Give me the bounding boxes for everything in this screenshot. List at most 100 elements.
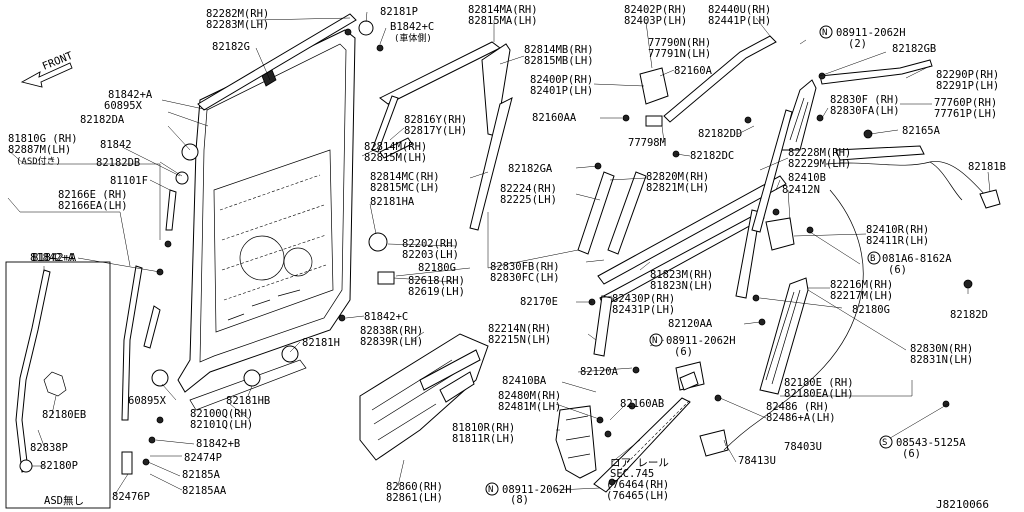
ref-circle-icons: N B N S N	[485, 25, 893, 496]
label-82180g-2: 82180G	[852, 304, 890, 316]
label-82100q: 82100Q(RH)82101Q(LH)	[190, 408, 253, 431]
label-82814ma: 82814MA(RH)82815MA(LH)	[468, 4, 538, 27]
latch-assembly-icon	[555, 208, 795, 479]
label-82830n: 82830N(RH)82831N(LH)	[910, 343, 973, 366]
label-82476p: 82476P	[112, 491, 150, 503]
control-cable-icon	[723, 145, 1001, 451]
label-82430p: 82430P(RH)82431P(LH)	[612, 293, 675, 316]
label-82180p: 82180P	[40, 460, 78, 472]
label-82182ga: 82182GA	[508, 163, 553, 175]
door-trim-panel-icon	[359, 333, 489, 461]
label-82814m: 82814M(RH)82815M(LH)	[364, 141, 427, 164]
label-82400p: 82400P(RH)82401P(LH)	[530, 74, 593, 97]
label-81810g: 81810G (RH)82887M(LH)(ASD付き)	[8, 133, 78, 167]
leader-lines	[7, 11, 991, 497]
svg-text:N: N	[652, 336, 657, 346]
label-82282m: 82282M(RH)82283M(LH)	[206, 8, 269, 31]
label-77798m: 77798M	[628, 137, 666, 149]
label-81101f: 81101F	[110, 175, 148, 187]
inset-belt-icon	[15, 269, 67, 473]
label-77760p: 77760P(RH)77761P(LH)	[934, 97, 997, 120]
diagram-code: J8210066	[936, 498, 989, 511]
svg-text:S: S	[882, 438, 887, 448]
svg-text:N: N	[822, 28, 827, 38]
label-82228m: 82228M(RH)82229M(LH)	[788, 147, 851, 170]
label-081a6: 081A6-8162A(6)	[882, 253, 952, 276]
label-82170e: 82170E	[520, 296, 558, 308]
label-82180e: 82180E (RH)82180EA(LH)	[784, 377, 854, 400]
label-82290p: 82290P(RH)82291P(LH)	[936, 69, 999, 92]
label-82120aa: 82120AA	[668, 318, 713, 330]
fastener-icons	[121, 28, 973, 486]
label-82120a: 82120A	[580, 366, 619, 378]
label-82412n: 82412N	[782, 184, 820, 196]
label-82181b: 82181B	[968, 161, 1006, 173]
label-82814mb: 82814MB(RH)82815MB(LH)	[524, 44, 594, 67]
svg-text:N: N	[488, 485, 493, 495]
label-82181p: 82181P	[380, 6, 418, 18]
label-82830fb: 82830FB(RH)82830FC(LH)	[490, 261, 560, 284]
label-81842a-inset: 81842+A	[30, 252, 75, 264]
label-82440u: 82440U(RH)82441P(LH)	[708, 4, 771, 27]
label-82820m: 82820M(RH)82821M(LH)	[646, 171, 709, 194]
label-82402p: 82402P(RH)82403P(LH)	[624, 4, 687, 27]
label-81823m: 81823M(RH)81823N(LH)	[650, 269, 713, 292]
label-82166e: 82166E (RH)82166EA(LH)	[58, 189, 128, 212]
label-81842a-top: 81842+A	[108, 89, 153, 101]
label-82160a: 82160A	[674, 65, 713, 77]
label-82180g-1: 82180G	[418, 262, 456, 274]
label-08911-bottom: 08911-2062H(8)	[502, 484, 572, 506]
label-82182da: 82182DA	[80, 114, 125, 126]
label-78413u: 78413U	[738, 455, 776, 467]
label-81842: 81842	[100, 139, 132, 151]
label-08543: 08543-5125A(6)	[896, 437, 966, 460]
label-82185a: 82185A	[182, 469, 221, 481]
label-81810r: 81810R(RH)81811R(LH)	[452, 422, 515, 445]
svg-text:B: B	[870, 254, 875, 264]
door-frame-icon	[177, 29, 356, 411]
label-82182dc: 82182DC	[690, 150, 734, 162]
label-82182db: 82182DB	[96, 157, 140, 169]
label-82165a: 82165A	[902, 125, 941, 137]
label-82181h: 82181H	[302, 337, 340, 349]
label-77790n: 77790N(RH)77791N(LH)	[648, 37, 711, 60]
label-82814mc: 82814MC(RH)82815MC(LH)	[370, 171, 440, 194]
label-82474p: 82474P	[184, 452, 222, 464]
label-60895x-top: 60895X	[104, 100, 143, 112]
label-82816y: 82816Y(RH)82817Y(LH)	[404, 114, 467, 137]
label-82486: 82486 (RH)82486+A(LH)	[766, 401, 836, 424]
label-82410b: 82410B	[788, 172, 826, 184]
front-arrow-icon	[20, 62, 73, 88]
label-82838p: 82838P	[30, 442, 68, 454]
label-82410r: 82410R(RH)82411R(LH)	[866, 224, 929, 247]
glass-run-strips-icon	[371, 41, 513, 231]
label-82181ha: 82181HA	[370, 196, 415, 208]
lower-rail-icon	[593, 277, 809, 493]
label-82182d: 82182D	[950, 309, 988, 321]
upper-rail-icon	[639, 35, 933, 151]
label-82185aa: 82185AA	[182, 485, 227, 497]
label-82860: 82860(RH)82861(LH)	[386, 481, 443, 504]
label-82830f: 82830F (RH)82830FA(LH)	[830, 94, 900, 117]
label-82181hb: 82181HB	[226, 395, 270, 407]
clip-icons	[151, 20, 395, 387]
label-82180eb: 82180EB	[42, 409, 86, 421]
sash-moulding-icon	[197, 13, 357, 111]
label-82202: 82202(RH)82203(LH)	[402, 238, 459, 261]
label-82216m: 82216M(RH)82217M(LH)	[830, 279, 893, 302]
label-81842b: 81842+B	[196, 438, 240, 450]
label-82160ab: 82160AB	[620, 398, 664, 410]
label-82618: 82618(RH)82619(LH)	[408, 275, 465, 298]
label-82838r: 82838R(RH)82839R(LH)	[360, 325, 423, 348]
label-82182dd: 82182DD	[698, 128, 742, 140]
label-b1842a: B1842+A	[32, 252, 77, 264]
label-60895x-bottom: 60895X	[128, 395, 167, 407]
label-82410ba: 82410BA	[502, 375, 547, 387]
inset-box	[5, 261, 111, 509]
label-78403u: 78403U	[784, 441, 822, 453]
door-channels-icon	[577, 109, 793, 357]
inset-label: ASD無し	[44, 494, 84, 507]
label-82224: 82224(RH)82225(LH)	[500, 183, 557, 206]
label-82214n: 82214N(RH)82215N(LH)	[488, 323, 551, 346]
